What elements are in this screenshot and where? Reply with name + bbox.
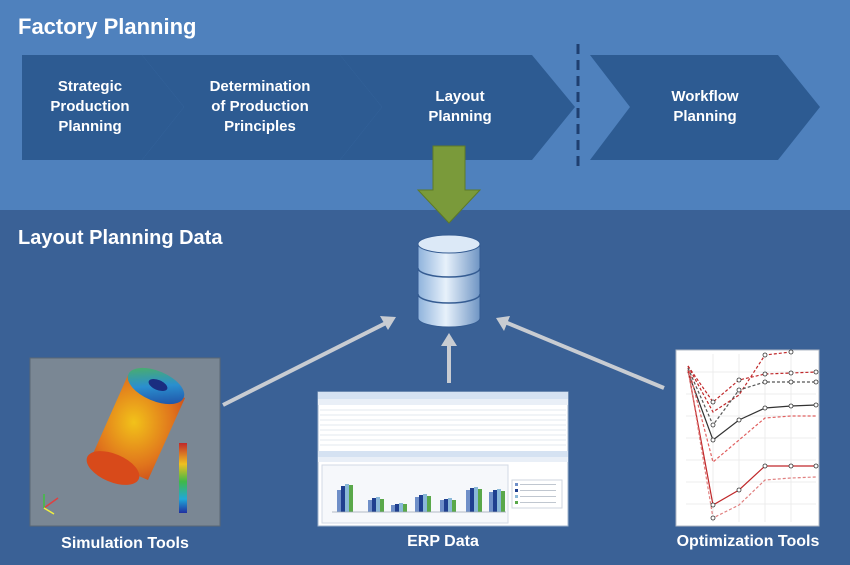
connector-arrows (222, 316, 665, 407)
simulation-cylinder-icon (29, 357, 221, 527)
chevron-layout-planning (340, 55, 575, 160)
step-strategic-production-planning: Strategic Production Planning (50, 78, 130, 135)
step-workflow-planning: Workflow Planning (671, 88, 739, 125)
layout-planning-data-title: Layout Planning Data (18, 227, 223, 249)
database-icon (417, 234, 481, 328)
step-layout-planning: Layout Planning (428, 88, 492, 125)
step-determination-of-production-principles: Determination of Production Principles (209, 78, 311, 135)
down-arrow-icon (416, 145, 482, 224)
erp-data-label: ERP Data (407, 533, 479, 550)
optimization-tools-label: Optimization Tools (676, 533, 820, 550)
factory-planning-title: Factory Planning (18, 14, 197, 39)
simulation-tools-label: Simulation Tools (61, 535, 189, 552)
erp-table-icon (317, 391, 569, 527)
optimization-chart-icon (675, 349, 820, 527)
erp-bar-chart (332, 484, 506, 513)
chevron-strategic-production-planning (22, 55, 184, 160)
chevron-workflow-planning (590, 55, 820, 160)
chevron-determination-of-production-principles (142, 55, 382, 160)
